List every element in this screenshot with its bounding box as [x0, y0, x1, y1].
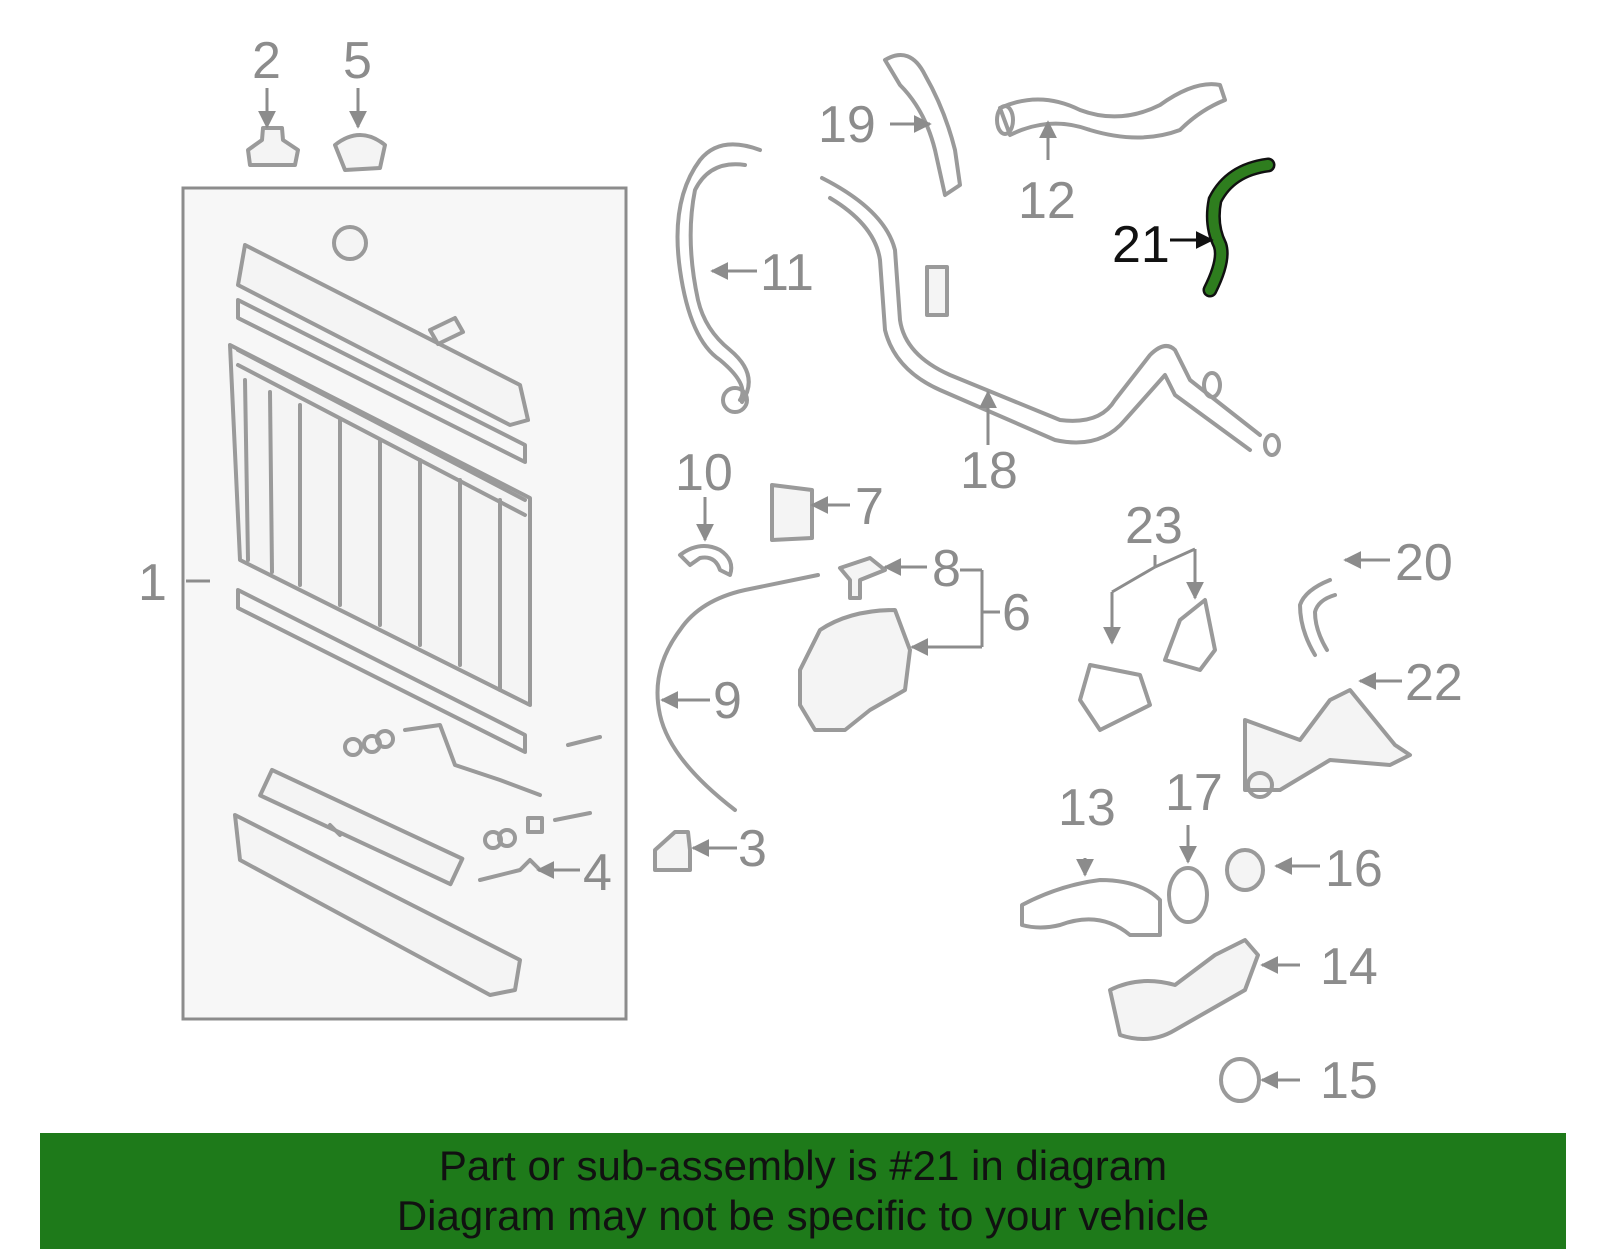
callout-18: 18: [960, 442, 1018, 500]
part-14-outlet: [1108, 938, 1260, 1041]
callout-4: 4: [583, 844, 612, 902]
callout-21: 21: [1112, 216, 1170, 274]
part-23-gasket-a: [1078, 663, 1152, 732]
part-12-hose: [998, 82, 1227, 140]
part-15-o-ring: [1219, 1057, 1261, 1103]
part-10-clip: [678, 544, 734, 577]
part-17-o-ring: [1167, 866, 1209, 924]
callout-22: 22: [1405, 654, 1463, 712]
part-16-thermostat: [1225, 848, 1265, 892]
callout-1: 1: [138, 554, 167, 612]
part-13-pipe: [1020, 878, 1162, 937]
callout-19: 19: [818, 96, 876, 154]
callout-16: 16: [1325, 840, 1383, 898]
callout-17: 17: [1165, 764, 1223, 822]
callout-9: 9: [713, 672, 742, 730]
callout-12: 12: [1018, 172, 1076, 230]
part-9-hose: [655, 573, 820, 812]
callout-8: 8: [932, 540, 961, 598]
callout-13: 13: [1058, 779, 1116, 837]
callout-15: 15: [1320, 1052, 1378, 1110]
banner-line-2: Diagram may not be specific to your vehi…: [396, 1192, 1210, 1239]
part-18-pipe: [820, 176, 1262, 437]
callout-20: 20: [1395, 534, 1453, 592]
callout-7: 7: [855, 478, 884, 536]
callout-14: 14: [1320, 938, 1378, 996]
part-23-gasket-b: [1163, 598, 1217, 672]
part-5-radiator-cap: [333, 133, 387, 172]
callout-11: 11: [760, 244, 814, 302]
part-8-cap: [838, 556, 887, 600]
part-11-hose: [675, 142, 762, 402]
banner-line-1: Part or sub-assembly is #21 in diagram: [438, 1142, 1168, 1189]
parts-diagram: 1 2 3 4 5 6 7 8 9 10 11 12 13 14 15 16 1…: [138, 32, 1463, 1110]
callout-2: 2: [252, 32, 281, 90]
leader-lines: [186, 88, 1402, 1089]
part-7-bracket: [770, 483, 814, 542]
part-2-cap: [246, 126, 300, 167]
callout-23: 23: [1125, 497, 1183, 555]
callout-3: 3: [738, 820, 767, 878]
part-19-hose: [883, 53, 962, 197]
callout-5: 5: [343, 32, 372, 90]
part-22-housing: [1243, 688, 1412, 792]
part-20-hose: [1298, 578, 1332, 657]
callout-6: 6: [1002, 584, 1031, 642]
part-6-reservoir: [798, 608, 912, 732]
callout-10: 10: [675, 444, 733, 502]
part-3-mount: [653, 830, 692, 872]
info-banner: Part or sub-assembly is #21 in diagram D…: [40, 1133, 1566, 1249]
radiator-assembly: [181, 186, 628, 1021]
